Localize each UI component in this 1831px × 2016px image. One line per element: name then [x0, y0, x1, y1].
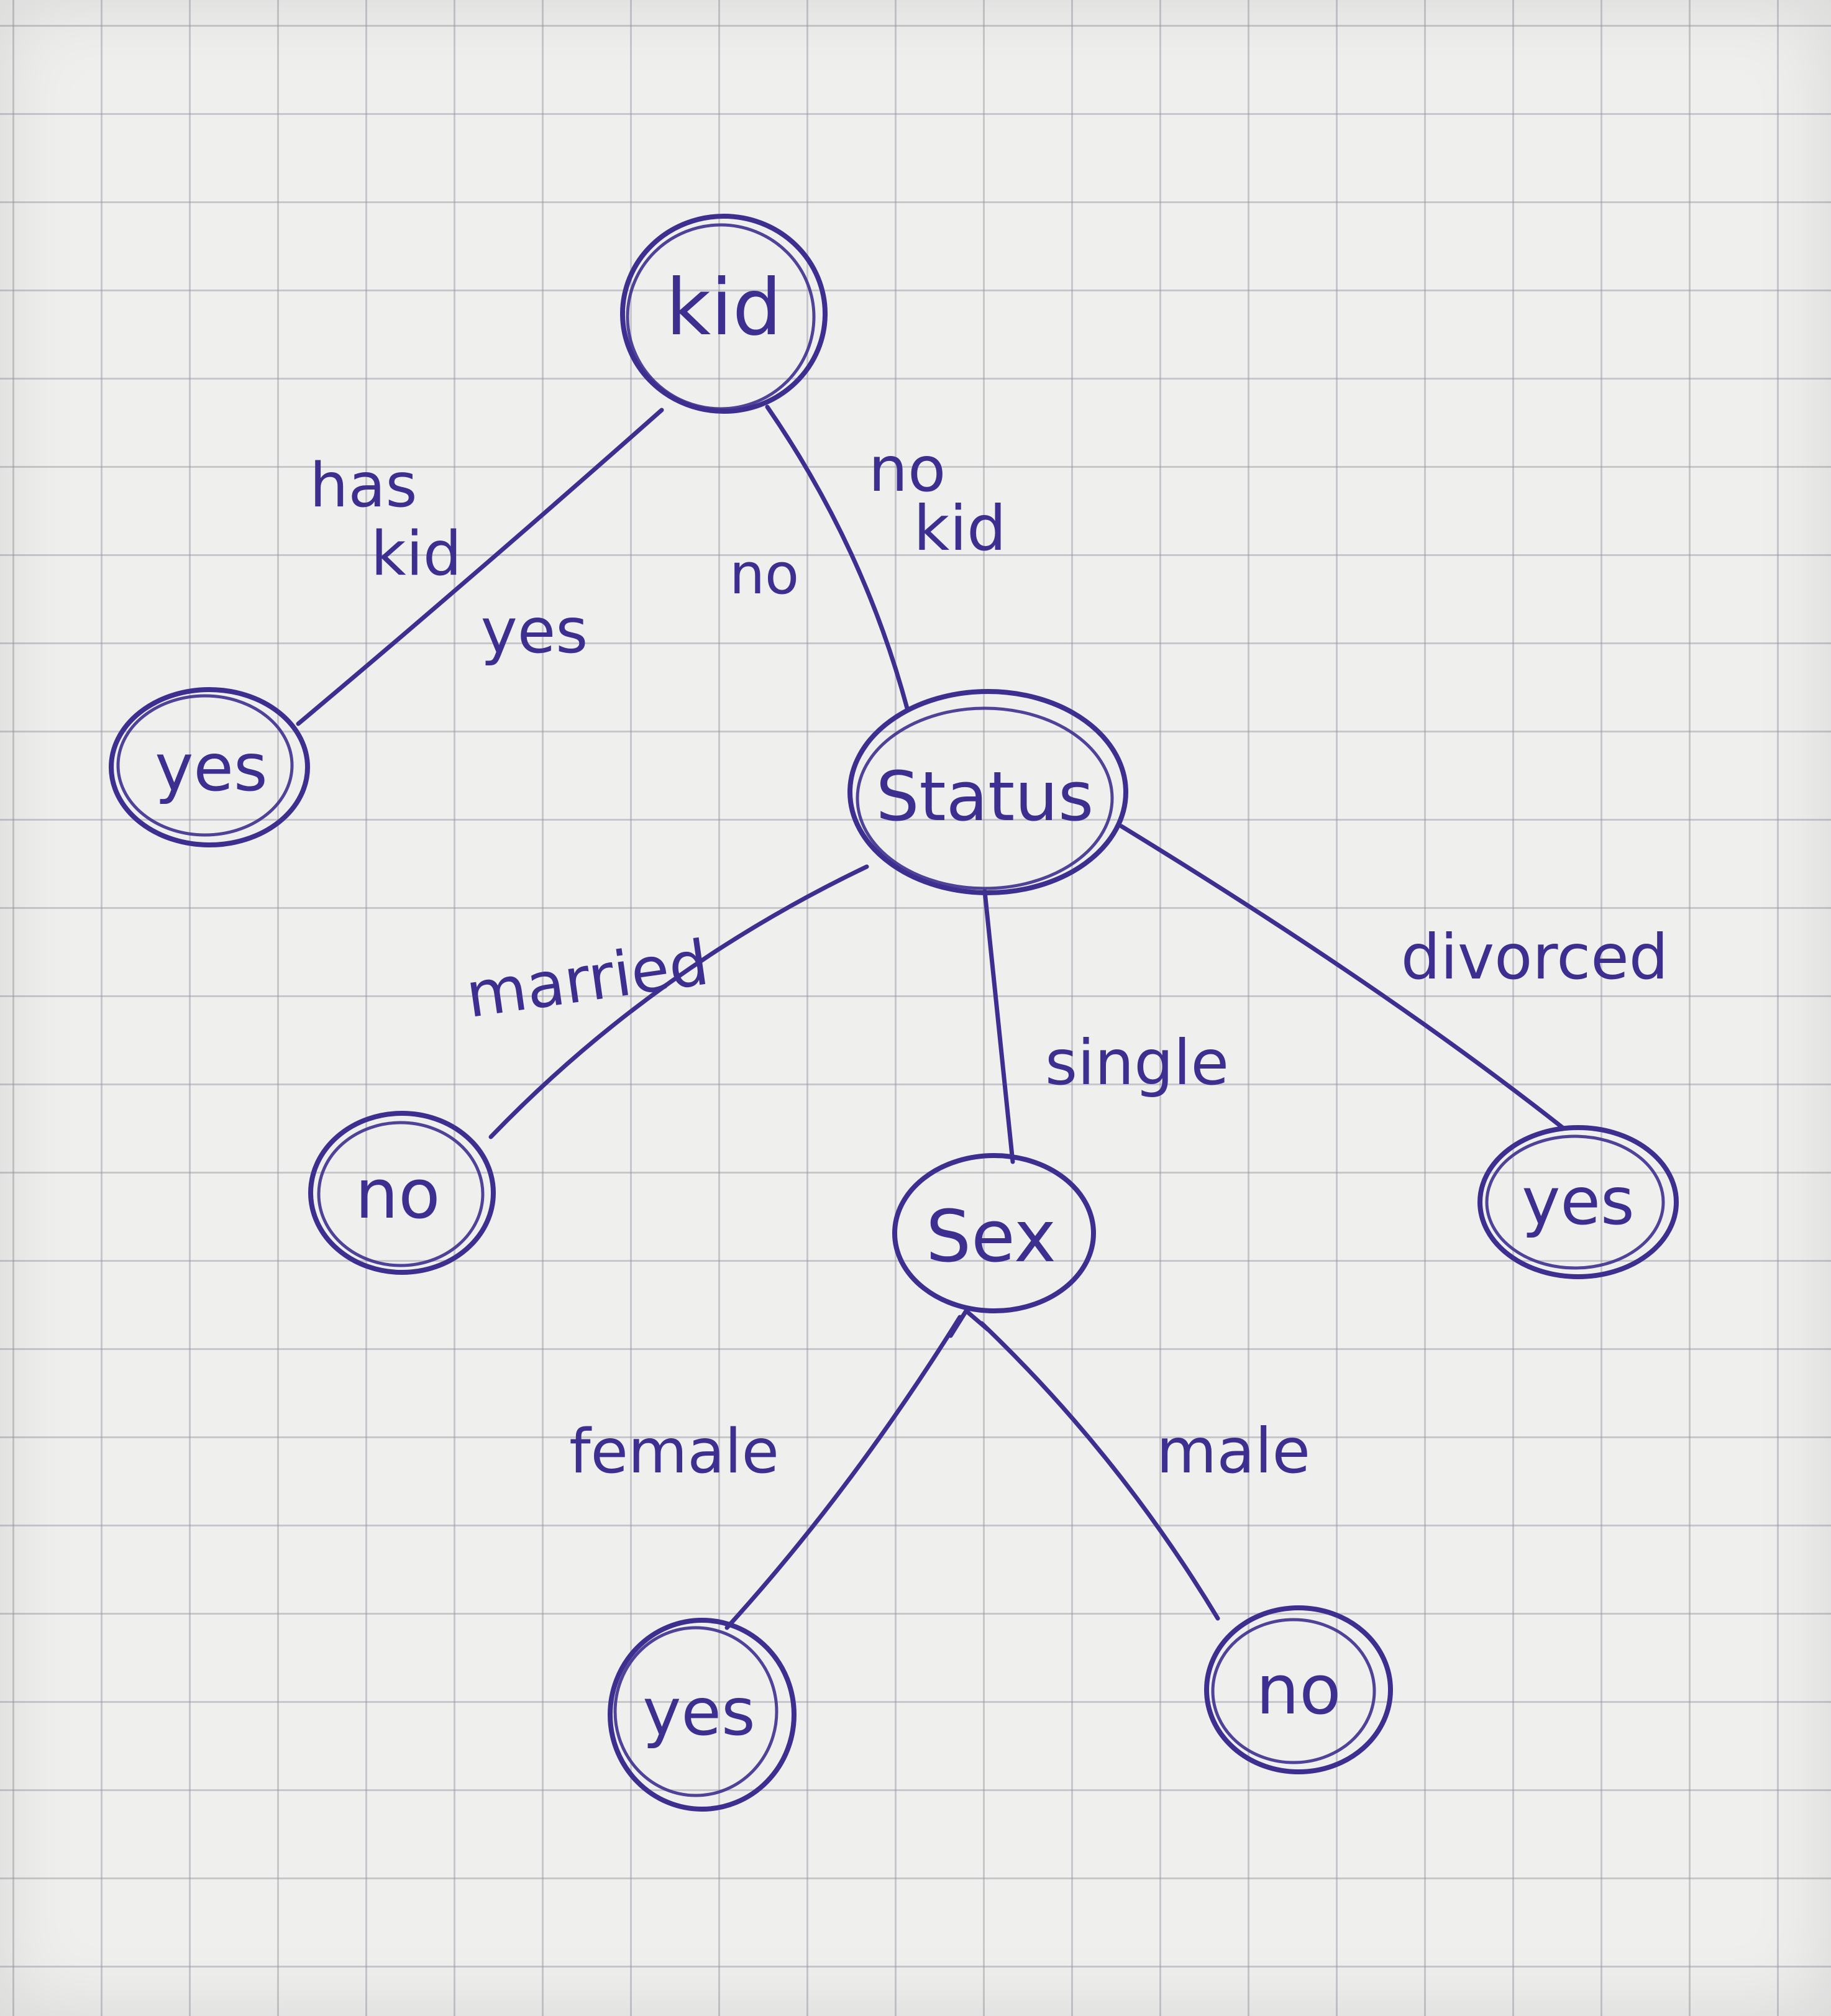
edge-label-no: no: [729, 542, 799, 607]
edge-kid-to-yes: [296, 408, 664, 726]
edge-sex-to-yes: [724, 1315, 962, 1630]
edge-status-to-sex: [982, 889, 1015, 1164]
node-yes-left-label: yes: [155, 730, 267, 806]
node-no-male-label: no: [1256, 1650, 1341, 1730]
node-kid-label: kid: [666, 263, 782, 353]
edge-label-married: married: [462, 926, 713, 1032]
edge-label-yes: yes: [481, 595, 588, 667]
node-status-label: Status: [876, 757, 1094, 836]
edge-label-male: male: [1156, 1415, 1310, 1487]
node-yes-divorced: yes: [1477, 1125, 1679, 1279]
node-status: Status: [847, 689, 1128, 895]
node-no-married: no: [308, 1111, 496, 1275]
node-no-married-label: no: [355, 1154, 440, 1234]
node-yes-female-label: yes: [642, 1674, 755, 1750]
edge-status-to-no: [488, 864, 869, 1139]
edge-label-has: has: [309, 450, 417, 521]
node-sex-label: Sex: [926, 1195, 1056, 1279]
edge-label-single: single: [1045, 1026, 1229, 1099]
edge-label-female: female: [569, 1416, 779, 1487]
edge-status-to-yes: [1119, 824, 1565, 1130]
edge-label-divorced: divorced: [1401, 921, 1669, 993]
edge-label-no-kid-no: no: [869, 433, 946, 506]
arrowhead-sex: [948, 1308, 990, 1338]
edges: [296, 404, 1565, 1630]
edge-label-has-kid: kid: [371, 519, 462, 590]
edge-label-no-kid-kid: kid: [913, 492, 1006, 565]
edge-sex-to-no: [979, 1321, 1220, 1621]
node-yes-female: yes: [608, 1618, 797, 1812]
node-yes-divorced-label: yes: [1522, 1164, 1634, 1239]
node-yes-left: yes: [109, 687, 310, 847]
node-kid: kid: [620, 214, 828, 414]
node-sex: Sex: [892, 1153, 1096, 1313]
edge-kid-to-status: [765, 404, 910, 711]
node-no-male: no: [1204, 1605, 1393, 1774]
